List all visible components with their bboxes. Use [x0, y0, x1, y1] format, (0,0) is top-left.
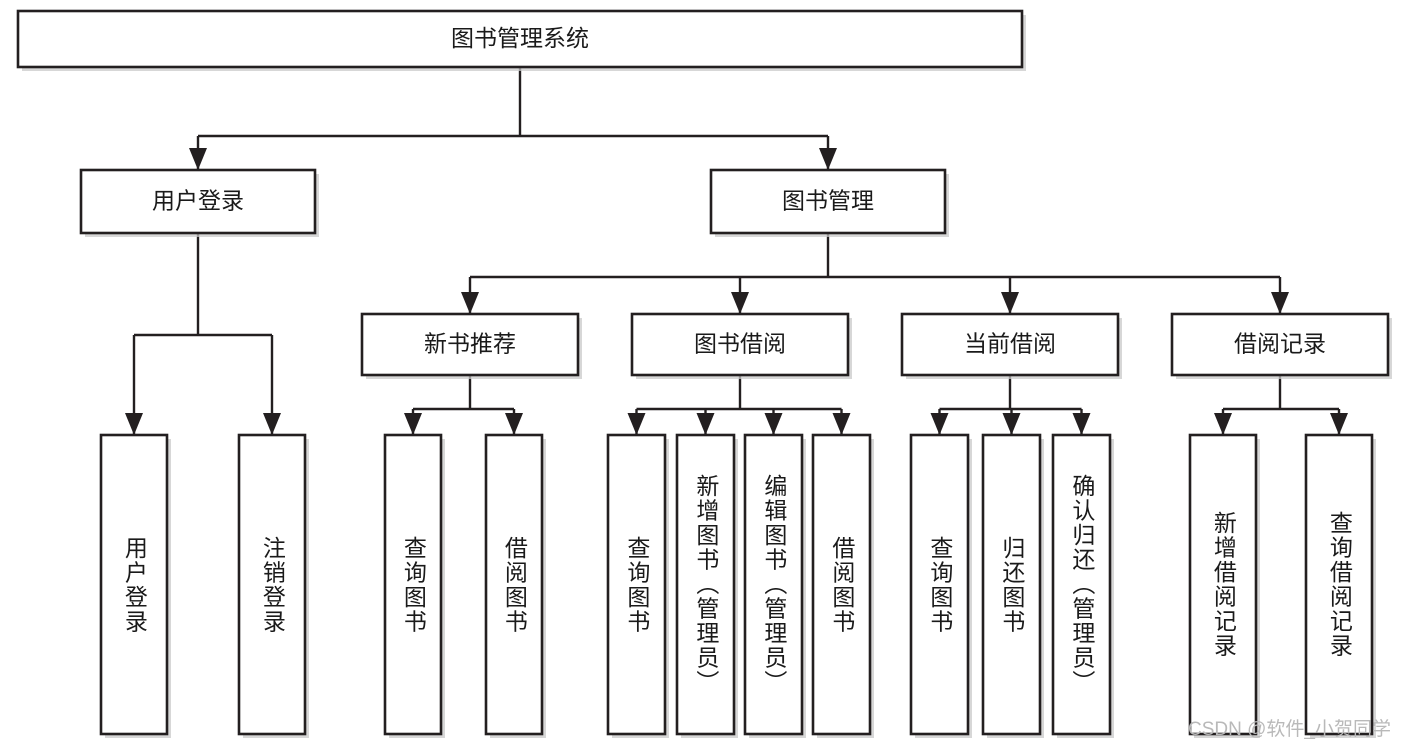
- leaf-box-0[interactable]: [99, 433, 169, 736]
- bookmgmt-to-level3-arrow-0: [461, 292, 479, 314]
- level2-box-1[interactable]: [709, 168, 947, 235]
- newbook-to-leaves-arrow-0: [404, 413, 422, 435]
- borrow-to-leaves-arrow-0: [627, 413, 646, 435]
- root-to-level2-arrow-1: [819, 148, 837, 170]
- records-to-leaves-arrow-0: [1214, 413, 1232, 435]
- leaf-box-4[interactable]: [606, 433, 667, 736]
- level2-label-1: 图书管理: [782, 188, 874, 214]
- level3-box-1[interactable]: [630, 312, 850, 377]
- leaf-box-9[interactable]: [981, 433, 1042, 736]
- borrow-to-leaves-arrow-3: [832, 413, 851, 435]
- leaf-box-7[interactable]: [811, 433, 872, 736]
- bookmgmt-to-level3-arrow-1: [731, 292, 749, 314]
- leaf-box-1[interactable]: [237, 433, 307, 736]
- root-box[interactable]: [16, 9, 1024, 69]
- boxes-layer: [16, 9, 1392, 738]
- bookmgmt-to-level3-arrow-3: [1271, 292, 1289, 314]
- leaf-box-8[interactable]: [909, 433, 970, 736]
- bookmgmt-to-level3-arrow-2: [1001, 292, 1019, 314]
- level3-label-1: 图书借阅: [694, 331, 786, 357]
- leaf-box-11[interactable]: [1188, 433, 1258, 736]
- level3-box-3[interactable]: [1170, 312, 1390, 377]
- borrow-to-leaves-arrow-2: [764, 413, 783, 435]
- connectors-layer: [125, 67, 1348, 435]
- current-to-leaves-arrow-2: [1072, 413, 1091, 435]
- level3-label-2: 当前借阅: [964, 331, 1056, 357]
- current-to-leaves-arrow-1: [1002, 413, 1021, 435]
- level2-box-0[interactable]: [79, 168, 317, 235]
- level3-box-2[interactable]: [900, 312, 1120, 377]
- newbook-to-leaves-arrow-1: [505, 413, 523, 435]
- leaf-box-12[interactable]: [1304, 433, 1374, 736]
- root-label: 图书管理系统: [451, 25, 589, 51]
- userlogin-to-leaves-arrow-0: [125, 413, 143, 435]
- leaf-box-2[interactable]: [383, 433, 443, 736]
- leaf-box-6[interactable]: [743, 433, 804, 736]
- level3-box-0[interactable]: [360, 312, 580, 377]
- records-to-leaves-arrow-1: [1330, 413, 1348, 435]
- level2-label-0: 用户登录: [152, 188, 244, 214]
- current-to-leaves-arrow-0: [930, 413, 949, 435]
- userlogin-to-leaves-arrow-1: [263, 413, 281, 435]
- leaf-box-3[interactable]: [484, 433, 544, 736]
- borrow-to-leaves-arrow-1: [696, 413, 715, 435]
- leaf-box-5[interactable]: [675, 433, 736, 736]
- leaf-box-10[interactable]: [1051, 433, 1112, 736]
- level3-label-0: 新书推荐: [424, 331, 516, 357]
- csdn-watermark: CSDN @软件_小贺同学: [1188, 719, 1391, 740]
- root-to-level2-arrow-0: [189, 148, 207, 170]
- level3-label-3: 借阅记录: [1234, 331, 1326, 357]
